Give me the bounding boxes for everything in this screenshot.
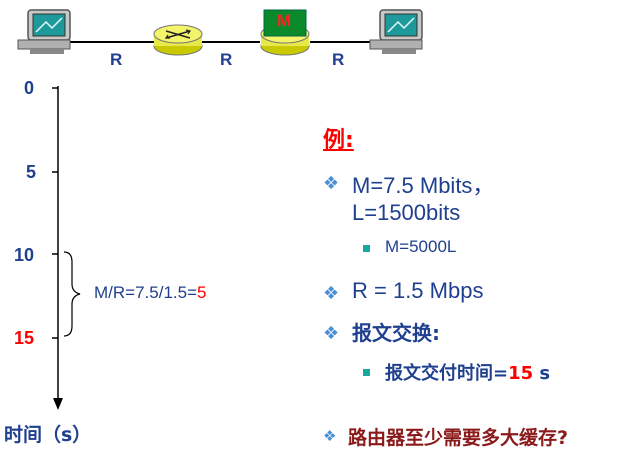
example-item-buffer-question: 路由器至少需要多大缓存? xyxy=(348,423,568,450)
brace-icon xyxy=(64,252,80,336)
tick-label-0: 0 xyxy=(24,78,34,99)
example-item-message-size: M=7.5 Mbits， xyxy=(352,168,494,200)
network-topology xyxy=(0,0,643,80)
delivery-time-value: 15 xyxy=(508,363,533,384)
tick-label-10: 10 xyxy=(14,245,34,266)
brace-annotation-formula: M/R=7.5/1.5= xyxy=(94,283,197,302)
brace-annotation: M/R=7.5/1.5=5 xyxy=(94,283,206,303)
square-bullet-icon xyxy=(363,369,370,376)
axis-label: 时间（s） xyxy=(4,420,91,447)
message-label: M xyxy=(277,11,291,31)
example-item-delivery-time: 报文交付时间=15 s xyxy=(385,359,550,385)
square-bullet-icon xyxy=(363,245,370,252)
diamond-bullet-icon: ❖ xyxy=(323,323,339,344)
link-label-3: R xyxy=(332,50,344,70)
example-item-message-switching: 报文交换: xyxy=(352,317,440,346)
diamond-bullet-icon: ❖ xyxy=(323,283,339,304)
tick-label-5: 5 xyxy=(26,162,36,183)
tick-label-15: 15 xyxy=(14,328,34,349)
diamond-bullet-icon: ❖ xyxy=(323,427,336,445)
example-title: 例: xyxy=(323,122,354,154)
axis-arrowhead xyxy=(53,398,63,410)
example-item-link-rate: R = 1.5 Mbps xyxy=(352,278,483,304)
source-computer-icon xyxy=(18,10,70,54)
delivery-time-prefix: 报文交付时间= xyxy=(385,363,508,384)
link-label-1: R xyxy=(110,50,122,70)
example-item-packet-count: M=5000L xyxy=(385,237,456,257)
delivery-time-unit: s xyxy=(533,363,550,384)
diamond-bullet-icon: ❖ xyxy=(323,173,339,194)
example-item-packet-size: L=1500bits xyxy=(352,200,460,226)
destination-computer-icon xyxy=(370,10,422,54)
brace-annotation-result: 5 xyxy=(197,283,206,302)
link-label-2: R xyxy=(220,50,232,70)
router-icon-1 xyxy=(154,25,202,55)
